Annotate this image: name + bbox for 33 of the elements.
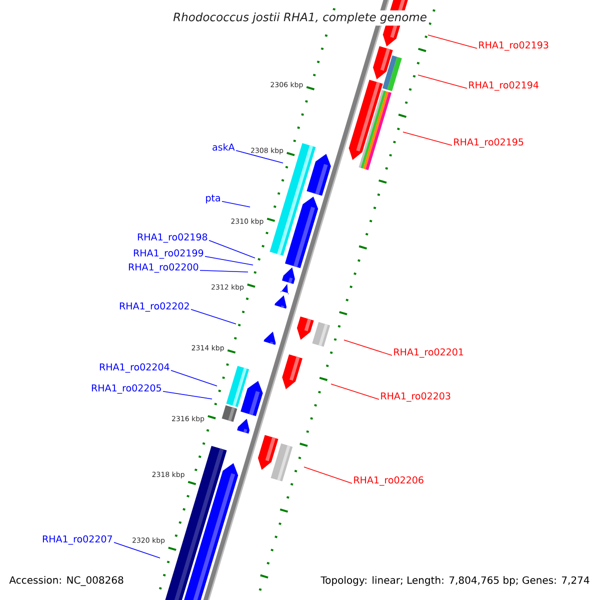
gene-label: pta (206, 194, 220, 204)
title: Rhodococcus jostii RHA1, complete genome (171, 10, 429, 26)
leader-line (222, 200, 250, 208)
leader-line (208, 240, 256, 258)
footer-text: Topology: linear; Length: 7,804,765 bp; Genes: 7,274 (320, 576, 590, 586)
leader-line (200, 270, 248, 272)
leader-line (304, 466, 352, 484)
leader-line (330, 384, 380, 400)
leader-line (236, 150, 284, 164)
gene-label: RHA1_ro02206 (354, 476, 424, 486)
gene-label: RHA1_ro02203 (381, 392, 450, 402)
leader-line (170, 370, 218, 386)
gene-label: RHA1_ro02199 (134, 249, 204, 259)
gene-label: RHA1_ro02204 (100, 363, 170, 373)
gene-label: RHA1_ro02194 (469, 81, 538, 91)
leader-line (344, 340, 392, 356)
leader-line (418, 74, 468, 89)
gene-label: RHA1_ro02201 (394, 348, 464, 358)
gene-label: RHA1_ro02198 (138, 233, 208, 243)
gene-label: RHA1_ro02202 (120, 302, 189, 312)
gene-label: RHA1_ro02205 (92, 384, 161, 394)
footer-text: Accession: NC_008268 (9, 576, 124, 586)
gene-label: RHA1_ro02193 (479, 41, 548, 51)
leader-line (190, 309, 236, 324)
gene-label: RHA1_ro02200 (128, 263, 198, 273)
leader-line (114, 542, 160, 558)
leader-line (428, 34, 478, 49)
leader-line (162, 391, 212, 400)
leader-line (402, 132, 452, 146)
gene-label: askA (212, 143, 235, 151)
leader-line (204, 256, 254, 266)
gene-label: RHA1_ro02207 (42, 535, 112, 545)
gene-label: RHA1_ro02195 (454, 138, 524, 148)
